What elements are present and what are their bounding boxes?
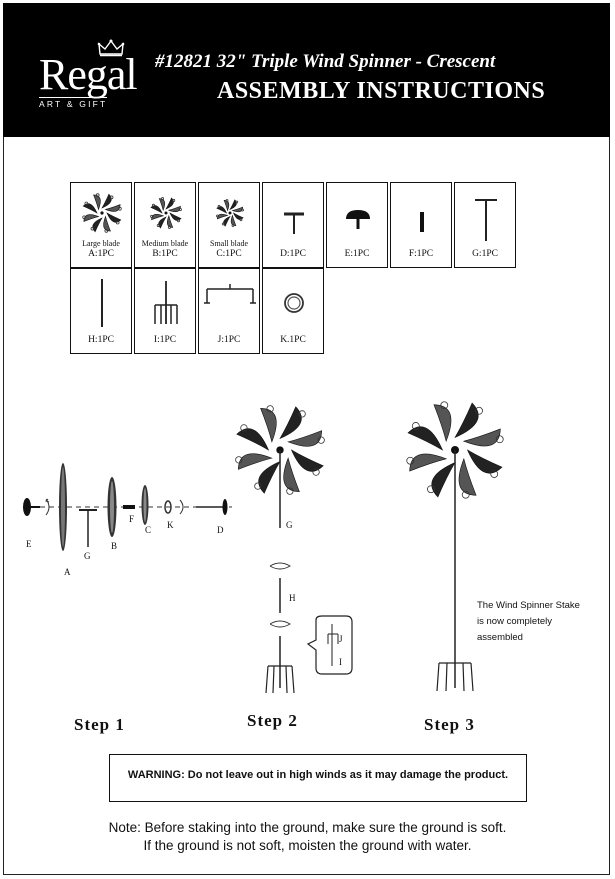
note-line-2: If the ground is not soft, moisten the g… [143,838,472,853]
label-f: F [129,514,135,524]
part-cell-d: D:1PC [262,182,324,268]
part-count: J:1PC [217,335,241,345]
label-i: I [339,657,342,667]
part-cell-h: H:1PC [70,268,132,354]
part-count: G:1PC [472,249,498,259]
product-title: #12821 32" Triple Wind Spinner - Crescen… [155,51,496,72]
part-cell-g: G:1PC [454,182,516,268]
part-count: C:1PC [216,249,242,259]
part-cell-e: E:1PC [326,182,388,268]
t-cap-icon [284,212,304,234]
dome-cap-icon [346,210,370,229]
label-h: H [289,593,296,603]
washer-icon [284,293,304,313]
assembled-line: assembled [477,632,523,643]
part-label: Large blade [82,239,120,248]
assembled-line: is now completely [477,616,552,627]
label-b: B [111,541,118,551]
part-count: E:1PC [344,249,370,259]
note-line-1: Note: Before staking into the ground, ma… [108,820,507,835]
part-cell-b: Medium blade B:1PC [134,182,196,268]
warning-box: WARNING: Do not leave out in high winds … [109,754,527,802]
regal-logo: Regal ART & GIFT [37,39,147,111]
crown-icon [97,39,125,57]
ground-stake-icon [154,281,178,324]
step1-exploded-diagram [23,463,232,551]
header-banner: Regal ART & GIFT #12821 32" Triple Wind … [3,3,610,137]
part-cell-c: Small blade C:1PC [198,182,260,268]
part-count: K.1PC [280,335,306,345]
part-cell-j: J:1PC [198,268,260,354]
stake-bracket-icon [204,284,256,304]
step-3-label: Step 3 [424,715,475,734]
label-g2: G [286,520,293,530]
part-label: Medium blade [141,239,189,248]
part-cell-f: F:1PC [390,182,452,268]
label-d: D [217,525,224,535]
label-j: J [339,634,343,644]
medium-blade-icon [150,197,182,229]
middle-rod-icon [101,279,103,327]
document-title: ASSEMBLY INSTRUCTIONS [217,78,546,104]
warning-text: WARNING: Do not leave out in high winds … [127,769,509,781]
part-cell-i: I:1PC [134,268,196,354]
spacer-icon [420,212,424,232]
label-c: C [145,525,152,535]
part-count: I:1PC [153,335,177,345]
assembled-line: The Wind Spinner Stake [477,600,580,611]
part-count: A:1PC [88,249,114,259]
part-label: Small blade [210,239,248,248]
label-k: K [167,520,174,530]
label-a: A [64,567,71,577]
assembled-note: The Wind Spinner Stake is now completely… [477,598,580,646]
label-g: G [84,551,91,561]
step2-diagram [235,405,353,694]
part-count: B:1PC [152,249,178,259]
part-cell-a: Large blade A:1PC [70,182,132,268]
label-e: E [26,539,32,549]
logo-word: Regal [39,50,138,99]
part-cell-k: K.1PC [262,268,324,354]
part-count: H:1PC [88,335,114,345]
logo-subtitle: ART & GIFT [39,97,108,109]
part-count: D:1PC [280,249,306,259]
step-1-label: Step 1 [74,715,125,734]
step-2-label: Step 2 [247,711,298,730]
part-count: F:1PC [408,249,434,259]
top-rod-icon [475,199,497,241]
small-blade-icon [216,199,244,227]
step3-diagram [406,401,504,692]
large-blade-icon [82,193,122,233]
